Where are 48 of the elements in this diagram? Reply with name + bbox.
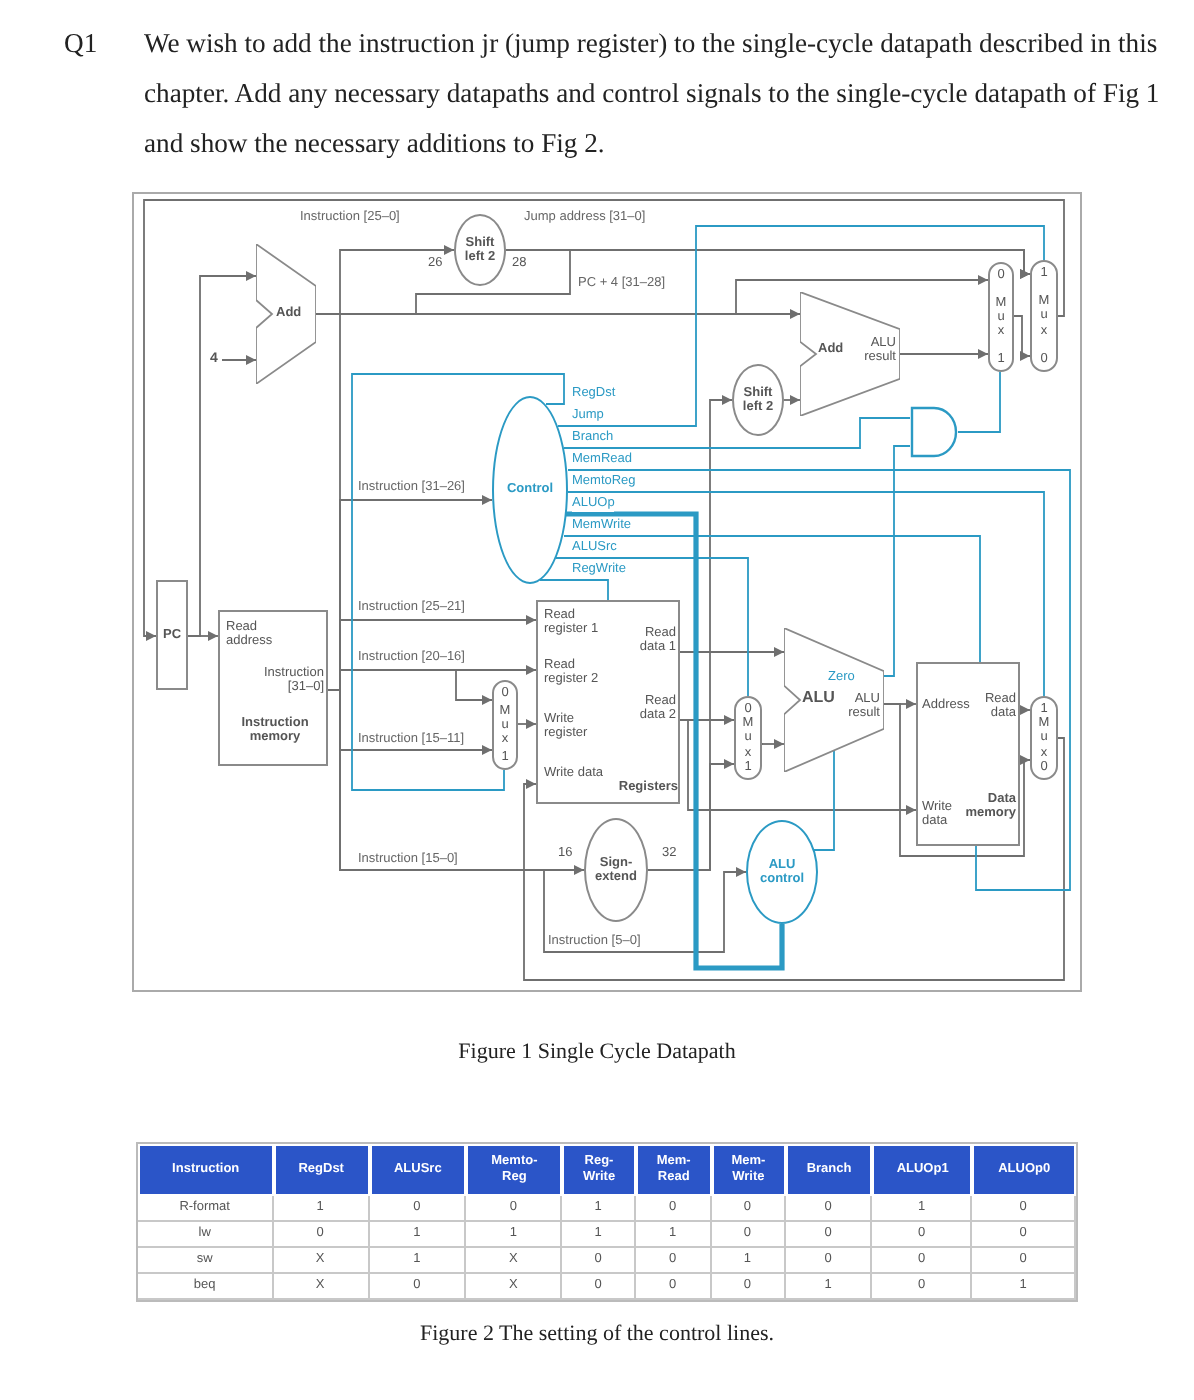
arrow: [523, 737, 1065, 981]
multiplexer: [1030, 260, 1058, 372]
arrow: [883, 703, 1031, 857]
adder: [256, 244, 316, 384]
arrow: [783, 395, 801, 405]
signal-line: [567, 491, 1045, 697]
signal-line: [813, 749, 835, 851]
signal-line: [351, 373, 565, 791]
instruction-memory: [218, 610, 328, 766]
adder: [800, 292, 900, 416]
signal-line: [883, 445, 911, 677]
arrow: [1019, 705, 1031, 715]
arrow: [143, 199, 1065, 641]
arrow: [647, 395, 733, 871]
multiplexer: [734, 696, 762, 780]
sign-extend-unit: [584, 818, 648, 922]
alu-control-unit: [746, 820, 818, 924]
signal-line: [957, 371, 1001, 433]
question-number: Q1: [64, 26, 98, 62]
alu: [784, 628, 884, 772]
arrow: [679, 719, 917, 815]
arrow: [761, 739, 785, 749]
shift-left-unit: [732, 364, 784, 436]
arrow: [187, 271, 257, 637]
control-unit: [492, 396, 568, 584]
signal-line: [566, 511, 785, 971]
component-label: ALU: [802, 690, 837, 708]
arrow: [221, 355, 257, 365]
question-text: We wish to add the instruction jr (jump register) to the single-cycle datapath described in this chapter. Add any necessary datapaths and control signals to the single-cycle datapath of Fig 1 and show the necessary additions to Fig 2.: [144, 26, 1162, 162]
data-memory: [916, 662, 1020, 846]
register-file: [536, 600, 680, 804]
arrow: [899, 349, 989, 359]
signal-line: [563, 417, 911, 449]
arrow: [1013, 315, 1031, 361]
multiplexer: [988, 262, 1014, 372]
figure-caption: Figure 1 Single Cycle Datapath: [458, 1038, 736, 1066]
shift-left-unit: [454, 214, 506, 286]
signal-line: [567, 469, 1071, 891]
multiplexer: [492, 680, 518, 770]
pc-register: [156, 580, 188, 690]
figure-caption: Figure 2 The setting of the control lines.: [420, 1320, 774, 1348]
multiplexer: [1030, 696, 1058, 780]
and-gate: [910, 406, 958, 458]
arrow: [517, 719, 537, 729]
signal-line: [555, 557, 749, 697]
arrow: [679, 647, 785, 657]
signal-line: [557, 225, 1045, 427]
signal-line: [563, 535, 981, 663]
